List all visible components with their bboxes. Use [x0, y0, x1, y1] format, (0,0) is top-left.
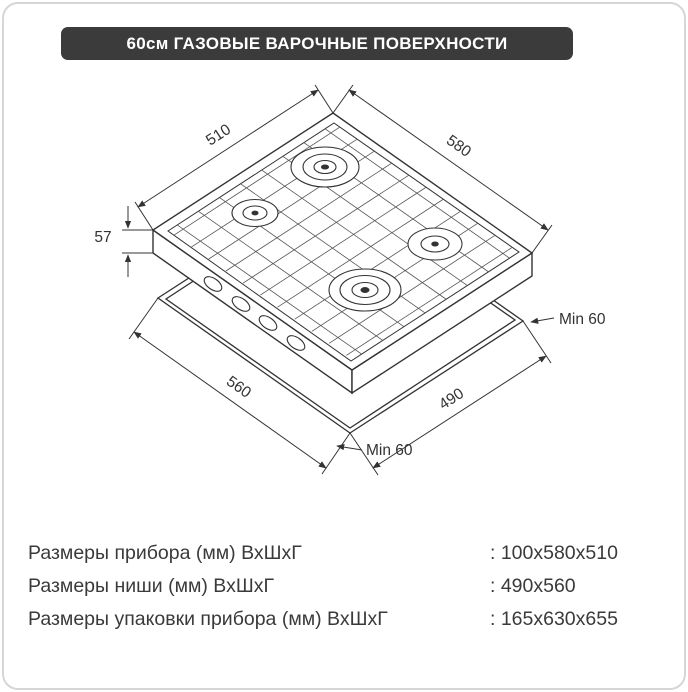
label-min-60-right: Min 60 [559, 311, 606, 328]
dimension-niche-560 [128, 297, 351, 475]
burner-back-right [407, 227, 463, 261]
clearance-right-leader [530, 317, 555, 324]
knob-2 [231, 296, 251, 312]
spec-label-appliance-size: Размеры прибора (мм) ВхШхГ [28, 542, 302, 564]
spec-row-niche-size: Размеры ниши (мм) ВхШхГ : 490x560 [28, 570, 668, 603]
label-niche-490: 490 [436, 385, 467, 414]
label-niche-560: 560 [223, 373, 254, 402]
clearance-bottom-leader [336, 443, 363, 451]
dimension-width-580 [332, 84, 553, 254]
spec-row-package-size: Размеры упаковки прибора (мм) ВхШхГ : 16… [28, 603, 668, 636]
burner-front-left [231, 198, 279, 228]
dimension-height-57 [122, 206, 153, 277]
header-banner: 60см ГАЗОВЫЕ ВАРОЧНЫЕ ПОВЕРХНОСТИ [61, 27, 573, 60]
label-depth-510: 510 [203, 121, 234, 150]
burner-back-left [290, 146, 360, 188]
spec-row-appliance-size: Размеры прибора (мм) ВхШхГ : 100x580x510 [28, 537, 668, 570]
spec-label-package-size: Размеры упаковки прибора (мм) ВхШхГ [28, 608, 388, 630]
burner-front-right [328, 268, 402, 312]
dimension-depth-510 [134, 84, 334, 231]
spec-value-niche-size: : 490x560 [490, 575, 576, 597]
label-width-580: 580 [443, 132, 474, 161]
spec-label-niche-size: Размеры ниши (мм) ВхШхГ [28, 575, 275, 597]
spec-value-appliance-size: : 100x580x510 [490, 542, 618, 564]
knob-1 [203, 276, 223, 292]
spec-list: Размеры прибора (мм) ВхШхГ : 100x580x510… [28, 537, 668, 636]
spec-value-package-size: : 165x630x655 [490, 608, 618, 630]
knob-3 [258, 315, 278, 331]
page-title: 60см ГАЗОВЫЕ ВАРОЧНЫЕ ПОВЕРХНОСТИ [126, 33, 508, 53]
label-height-57: 57 [94, 229, 111, 246]
label-min-60-bottom: Min 60 [366, 442, 413, 459]
dimension-niche-490 [349, 320, 552, 476]
dimension-lines [122, 84, 555, 476]
